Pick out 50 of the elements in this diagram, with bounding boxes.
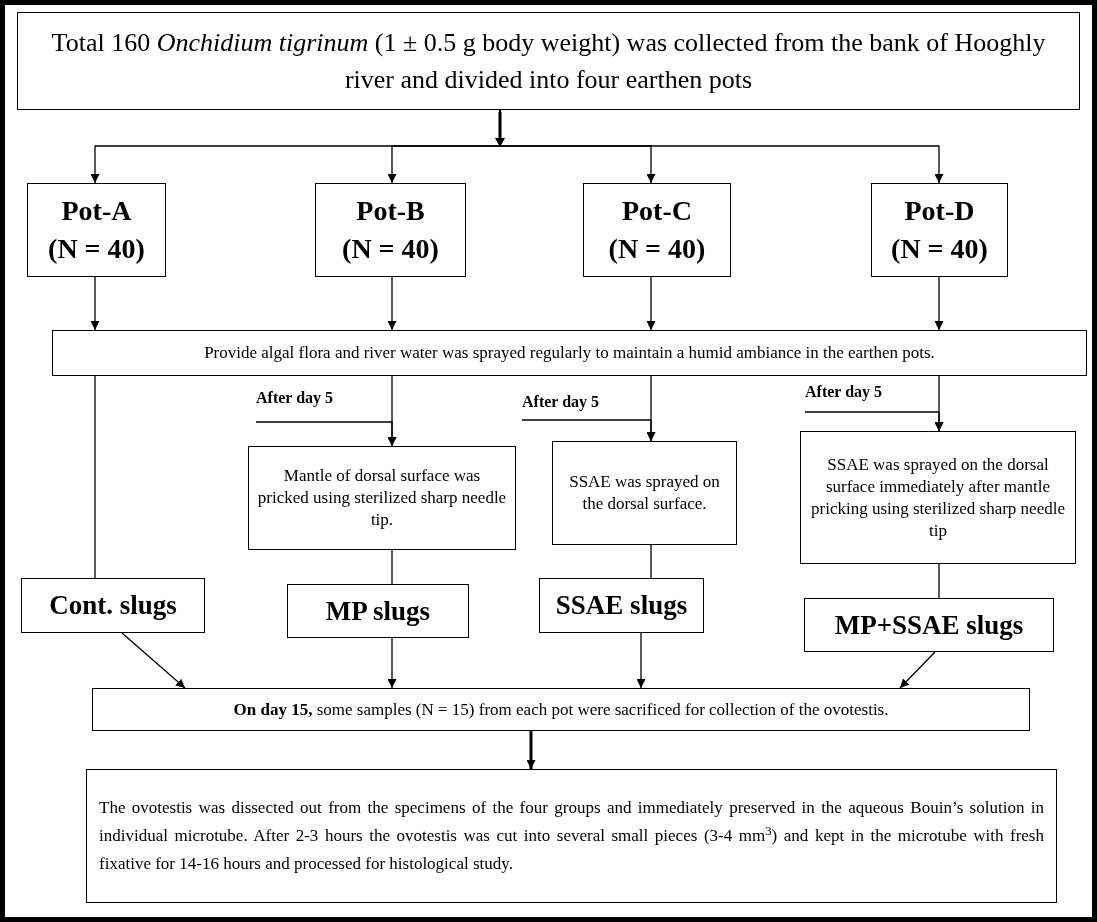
process-box	[92, 688, 1030, 731]
process-box	[315, 183, 466, 277]
node-text: Provide algal flora and river water was sprayed regularly to maintain a humid ambiance in the earthen pots.	[204, 342, 935, 365]
node-text: Pot-A	[61, 194, 132, 228]
arrow	[90, 276, 100, 331]
process-box	[17, 12, 1080, 110]
process-box	[27, 183, 166, 277]
node-text: MP slugs	[325, 594, 431, 628]
arrow	[387, 637, 397, 689]
arrow	[387, 276, 397, 331]
arrow	[526, 731, 536, 769]
arrow	[636, 632, 646, 689]
process-box	[871, 183, 1008, 277]
process-box	[583, 183, 731, 277]
node-text: After day 5	[522, 392, 600, 413]
arrow	[899, 651, 936, 689]
arrow	[255, 421, 397, 447]
process-box	[539, 578, 704, 633]
node-text: SSAE was sprayed on the dorsal surface immediately after mantle pricking using sterilized sharp needle tip	[810, 453, 1066, 542]
process-box	[21, 578, 205, 633]
node-text: Mantle of dorsal surface was pricked using sterilized sharp needle tip.	[256, 465, 508, 531]
process-box	[804, 598, 1054, 652]
arrow	[499, 109, 944, 184]
node-text: The ovotestis was dissected out from the specimens of the four groups and immediately preserved in the aqueous Bouin’s solution in individual microtube. After 2-3 hours the ovotestis was cut into several small pieces (3-4 mm$^{3}$) and kept in the microtube with fresh fixative for 14-16 hours and processed for histological study.	[98, 797, 1045, 875]
node-text: (N = 40)	[891, 232, 988, 266]
process-box	[287, 584, 469, 638]
node-text: MP+SSAE slugs	[834, 608, 1024, 642]
node-text: SSAE slugs	[555, 589, 688, 623]
arrow	[804, 411, 944, 432]
node-text: After day 5	[256, 388, 334, 409]
node-text: (N = 40)	[608, 232, 706, 266]
node-text: (N = 40)	[342, 232, 439, 266]
node-text: (N = 40)	[48, 232, 145, 266]
node-text: After day 5	[805, 382, 883, 403]
node-text: On day 15, some samples (N = 15) from each pot were sacrificed for collection of the ovotestis.	[233, 698, 889, 721]
arrow	[521, 419, 656, 442]
process-box	[52, 330, 1087, 376]
arrow	[934, 276, 944, 331]
node-text: Pot-B	[356, 194, 425, 228]
node-text: Total 160 Onchidium tigrinum (1 ± 0.5 g body weight) was collected from the bank of Hooghly river and divided into four earthen pots	[50, 27, 1047, 96]
arrow	[646, 276, 656, 331]
process-box	[86, 769, 1057, 903]
process-box	[248, 446, 516, 550]
arrow	[121, 632, 186, 689]
node-text: Pot-D	[904, 194, 975, 228]
node-text: SSAE was sprayed on the dorsal surface.	[568, 471, 721, 515]
process-box	[552, 441, 737, 545]
node-text: Cont. slugs	[49, 589, 177, 623]
process-box	[800, 431, 1076, 564]
node-text: Pot-C	[622, 194, 692, 228]
